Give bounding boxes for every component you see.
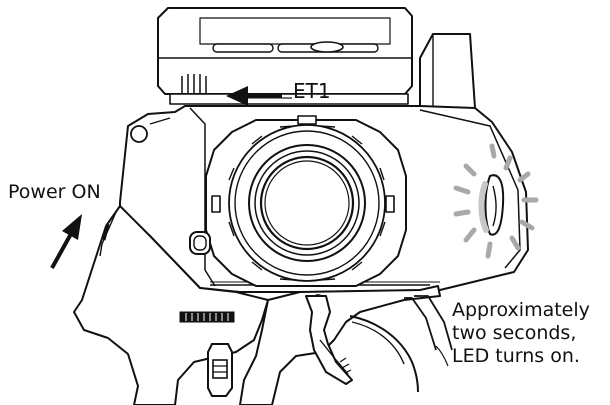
led-indicator: [453, 143, 539, 259]
leader-lines: [282, 97, 449, 367]
led-note-line-3: LED turns on.: [452, 345, 580, 367]
power-on-label: Power ON: [8, 181, 101, 203]
grip-switches: [179, 311, 235, 397]
throttle-trigger: [305, 295, 353, 385]
steering-wheel: [205, 115, 407, 287]
side-button: [189, 231, 211, 255]
left-arrow-icon: [226, 86, 282, 106]
led-note-line-1: Approximately: [452, 299, 590, 321]
et1-module: [157, 7, 413, 105]
trigger-guard: [349, 295, 453, 393]
et1-label: ET1: [293, 79, 331, 103]
led-note-line-2: two seconds,: [452, 322, 577, 344]
antenna: [419, 33, 476, 111]
lower-body: [239, 285, 441, 405]
up-arrow-icon: [50, 214, 82, 269]
led-note-label: Approximately two seconds, LED turns on.: [452, 299, 590, 368]
